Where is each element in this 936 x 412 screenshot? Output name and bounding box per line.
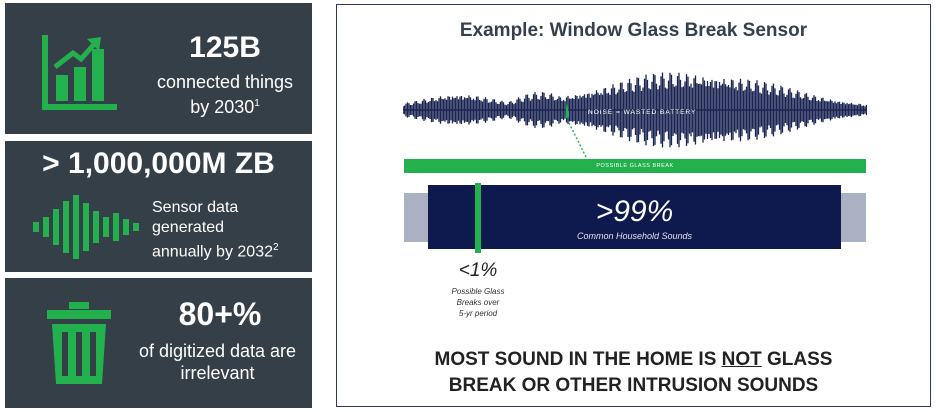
- stat-card-connected-things: 125B connected things by 20301: [5, 3, 312, 134]
- household-sounds-label: Common Household Sounds: [576, 231, 693, 241]
- noise-label: NOISE = WASTED BATTERY: [588, 109, 697, 116]
- stat-headline: 80+%: [178, 296, 262, 332]
- stat-headline: > 1,000,000M ZB: [42, 147, 275, 180]
- household-sounds-percent: >99%: [595, 195, 674, 228]
- sound-wave-icon: [33, 195, 139, 259]
- stat-headline: 125B: [189, 31, 261, 64]
- audio-waveform: [403, 72, 867, 148]
- stat-card-irrelevant-data: 80+% of digitized data are irrelevant: [5, 278, 312, 408]
- growth-chart-icon: [42, 35, 117, 110]
- panel-title: Example: Window Glass Break Sensor: [459, 20, 808, 41]
- trash-can-icon: [47, 302, 111, 384]
- possible-glass-break-bar: POSSIBLE GLASS BREAK: [404, 159, 866, 173]
- stat-card-sensor-data: > 1,000,000M ZB Sensor data generated an…: [5, 141, 312, 272]
- stat-description: Sensor data generated annually by 20322: [152, 199, 279, 261]
- glass-break-label: Possible Glass Breaks over 5-yr period: [451, 287, 505, 318]
- household-sounds-block: >99% Common Household Sounds: [428, 185, 841, 249]
- emphasis-not: NOT: [721, 349, 762, 370]
- glass-break-marker: [475, 183, 481, 253]
- stat-description: connected things by 20301: [156, 72, 294, 117]
- stat-description: of digitized data are irrelevant: [138, 341, 297, 383]
- right-grey-band: [841, 193, 866, 242]
- glass-break-example-panel: Example: Window Glass Break Sensor NOISE…: [336, 4, 931, 407]
- left-grey-band: [404, 193, 429, 242]
- conclusion-text: MOST SOUND IN THE HOME IS NOT GLASS BREA…: [434, 349, 833, 396]
- glass-break-pointer: [565, 99, 588, 160]
- glass-break-percent: <1%: [458, 260, 498, 281]
